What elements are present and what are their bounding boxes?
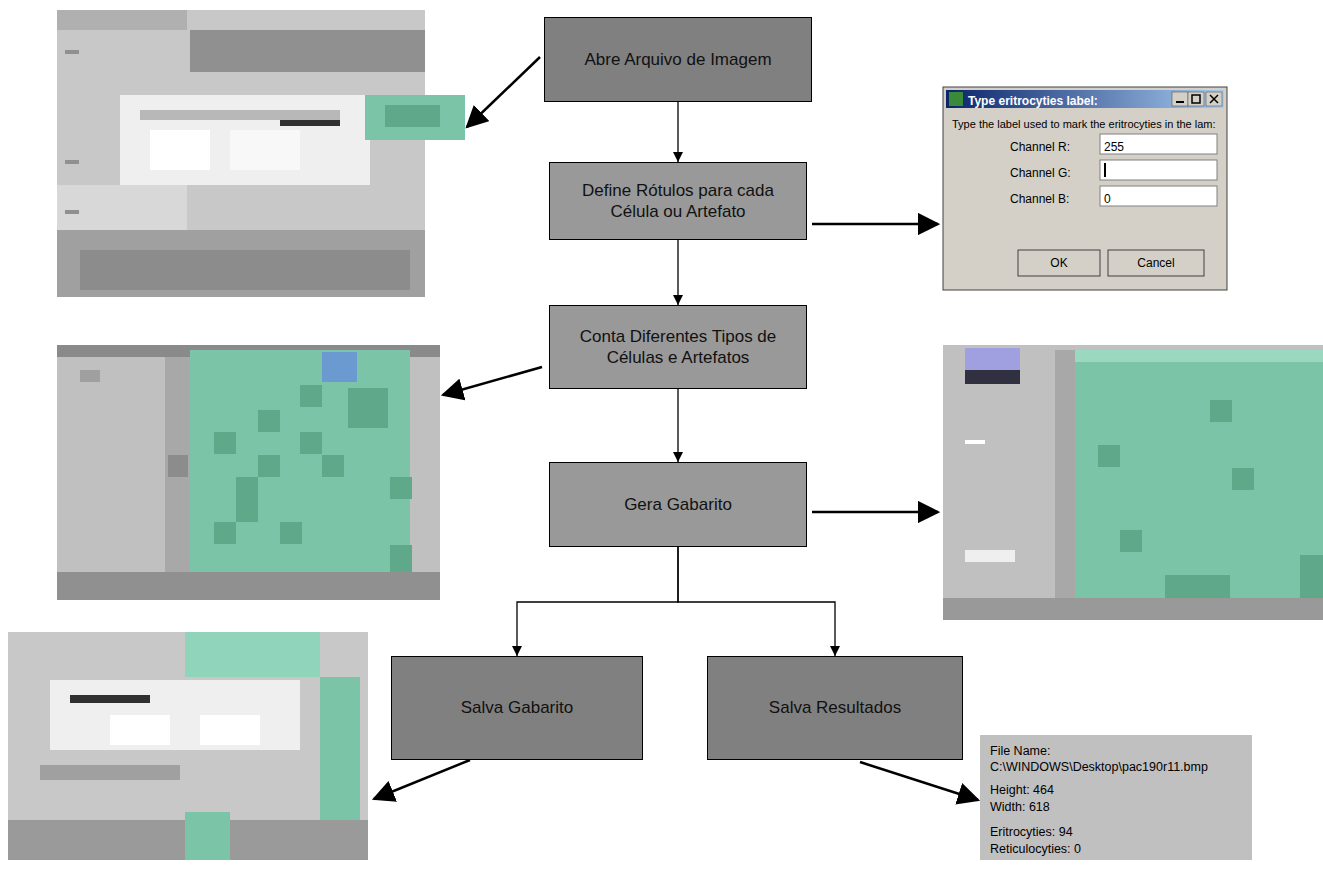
label-text: 0 [1104,192,1111,206]
microscope-image [57,10,465,297]
label-text: Channel R: [1010,140,1070,154]
field-label: Channel R: [1010,137,1070,155]
box-label: Salva Gabarito [461,697,573,718]
label-text: Height: 464 [990,783,1054,797]
result-line: File Name: [990,741,1050,759]
result-line: C:\WINDOWS\Desktop\pac190r11.bmp [990,757,1208,775]
label-text: Width: 618 [990,800,1050,814]
field-label: Channel G: [1010,163,1071,181]
button-label: OK [1018,256,1100,270]
box-label: Gera Gabarito [624,494,732,515]
label-text: Channel B: [1010,192,1069,206]
flow-arrow [678,547,835,656]
labeled-image [57,345,440,600]
dialog-window [943,87,1227,290]
label-text: File Name: [990,744,1050,758]
field-value: 255 [1104,137,1124,155]
box-label: Salva Resultados [769,697,901,718]
process-box: Abre Arquivo de Imagem [544,17,812,102]
result-line: Width: 618 [990,797,1050,815]
result-line: Eritrocyties: 94 [990,822,1073,840]
field-label: Channel B: [1010,189,1069,207]
label-text: Cancel [1108,256,1204,270]
label-text: 255 [1104,140,1124,154]
process-box: Define Rótulos para cada Célula ou Artef… [549,162,807,240]
field-value: 0 [1104,189,1111,207]
flow-arrow [677,240,678,305]
process-box: Conta Diferentes Tipos de Células e Arte… [549,305,807,389]
dialog-title: Type eritrocyties label: [968,91,1098,109]
process-box: Salva Gabarito [391,656,643,760]
leader-lines [374,57,978,800]
label-text: Type eritrocyties label: [968,94,1098,108]
flow-arrow [517,547,678,656]
label-text: Eritrocyties: 94 [990,825,1073,839]
box-label: Define Rótulos para cada Célula ou Artef… [562,180,794,223]
result-line: Height: 464 [990,780,1054,798]
process-box: Salva Resultados [707,656,963,760]
dialog-prompt: Type the label used to mark the eritrocy… [952,114,1216,132]
results-panel [980,735,1252,860]
label-text: Type the label used to mark the eritrocy… [952,118,1216,130]
label-text: Channel G: [1010,166,1071,180]
button-label: Cancel [1108,256,1204,270]
result-line: Reticulocyties: 0 [990,839,1081,857]
flow-arrow [677,102,678,162]
label-text: Reticulocyties: 0 [990,842,1081,856]
label-text: OK [1018,256,1100,270]
label-text: C:\WINDOWS\Desktop\pac190r11.bmp [990,760,1208,774]
box-label: Abre Arquivo de Imagem [584,49,771,70]
template-image [943,345,1323,620]
box-label: Conta Diferentes Tipos de Células e Arte… [562,326,794,369]
saved-template-image [8,632,368,860]
flow-arrow [677,389,678,462]
process-box: Gera Gabarito [549,462,807,547]
